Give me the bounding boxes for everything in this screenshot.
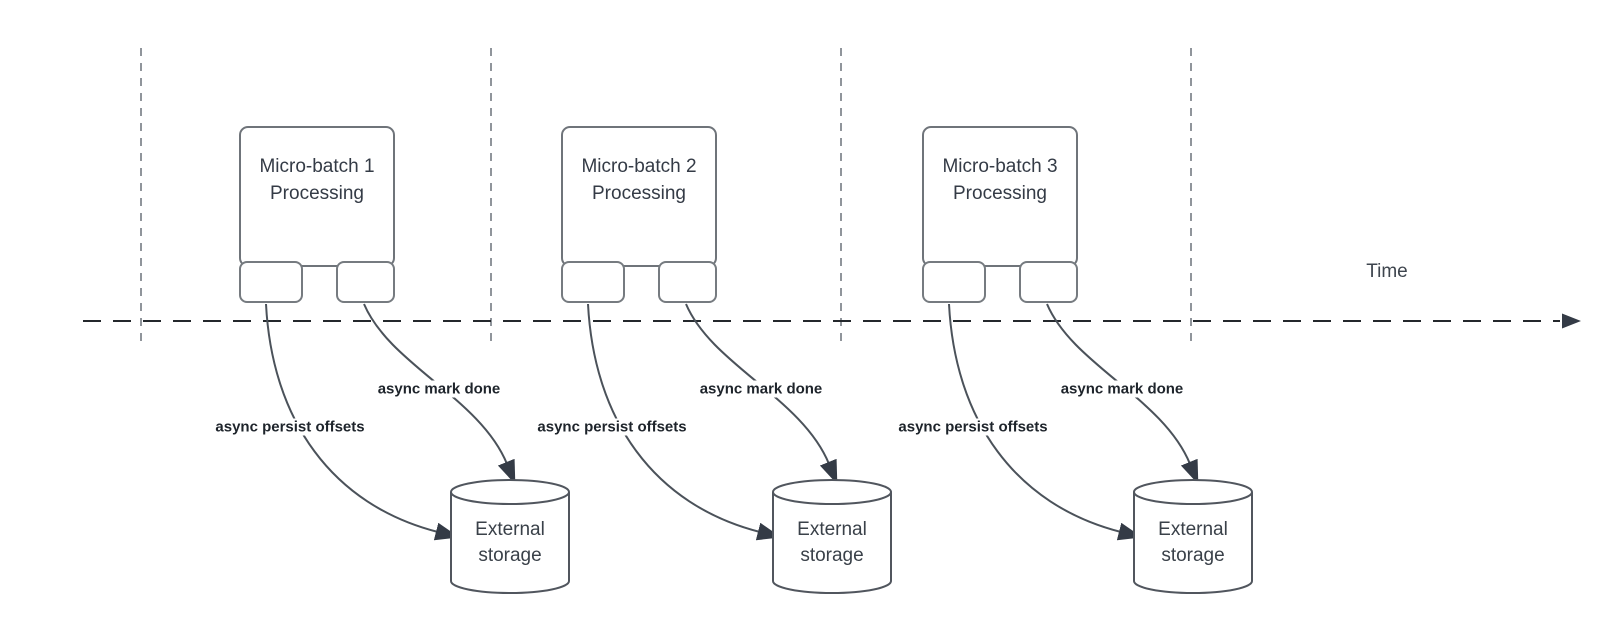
time-axis-arrowhead-icon: [1562, 313, 1581, 329]
mark-done-label: async mark done: [696, 380, 826, 398]
mark-done-source-box: [658, 261, 717, 303]
storage-cylinder-top: [772, 479, 892, 505]
mark-done-label: async mark done: [374, 380, 504, 398]
external-storage-line2: storage: [800, 545, 864, 566]
external-storage-line1: External: [1158, 519, 1228, 540]
external-storage-label: External storage: [451, 517, 569, 569]
storage-cylinder-top: [1133, 479, 1253, 505]
storage-cylinder-body: [450, 492, 570, 594]
persist-offsets-source-box: [239, 261, 303, 303]
processing-box: Micro-batch 1 Processing: [239, 126, 395, 267]
external-storage-label: External storage: [773, 517, 891, 569]
external-storage-line1: External: [475, 519, 545, 540]
persist-offsets-arrow: [265, 303, 460, 541]
processing-box: Micro-batch 2 Processing: [561, 126, 717, 267]
processing-box-title: Micro-batch 3: [942, 156, 1058, 177]
persist-offsets-label: async persist offsets: [534, 418, 690, 436]
processing-box-subtitle: Processing: [953, 183, 1047, 204]
persist-offsets-arrow: [948, 303, 1143, 541]
processing-box-title: Micro-batch 2: [581, 156, 697, 177]
external-storage-line2: storage: [478, 545, 542, 566]
external-storage-line2: storage: [1161, 545, 1225, 566]
time-axis-label: Time: [1366, 261, 1408, 282]
external-storage-line1: External: [797, 519, 867, 540]
processing-box: Micro-batch 3 Processing: [922, 126, 1078, 267]
micro-batch-3-wires: [948, 303, 1253, 594]
persist-offsets-arrow: [587, 303, 782, 541]
processing-box-subtitle: Processing: [270, 183, 364, 204]
mark-done-source-box: [336, 261, 395, 303]
storage-cylinder-body: [772, 492, 892, 594]
storage-cylinder-top: [450, 479, 570, 505]
mark-done-label: async mark done: [1057, 380, 1187, 398]
persist-offsets-source-box: [922, 261, 986, 303]
micro-batch-1-wires: [265, 303, 570, 594]
processing-box-title: Micro-batch 1: [259, 156, 375, 177]
storage-cylinder-body: [1133, 492, 1253, 594]
persist-offsets-label: async persist offsets: [895, 418, 1051, 436]
mark-done-source-box: [1019, 261, 1078, 303]
external-storage-label: External storage: [1134, 517, 1252, 569]
persist-offsets-label: async persist offsets: [212, 418, 368, 436]
persist-offsets-source-box: [561, 261, 625, 303]
processing-box-subtitle: Processing: [592, 183, 686, 204]
